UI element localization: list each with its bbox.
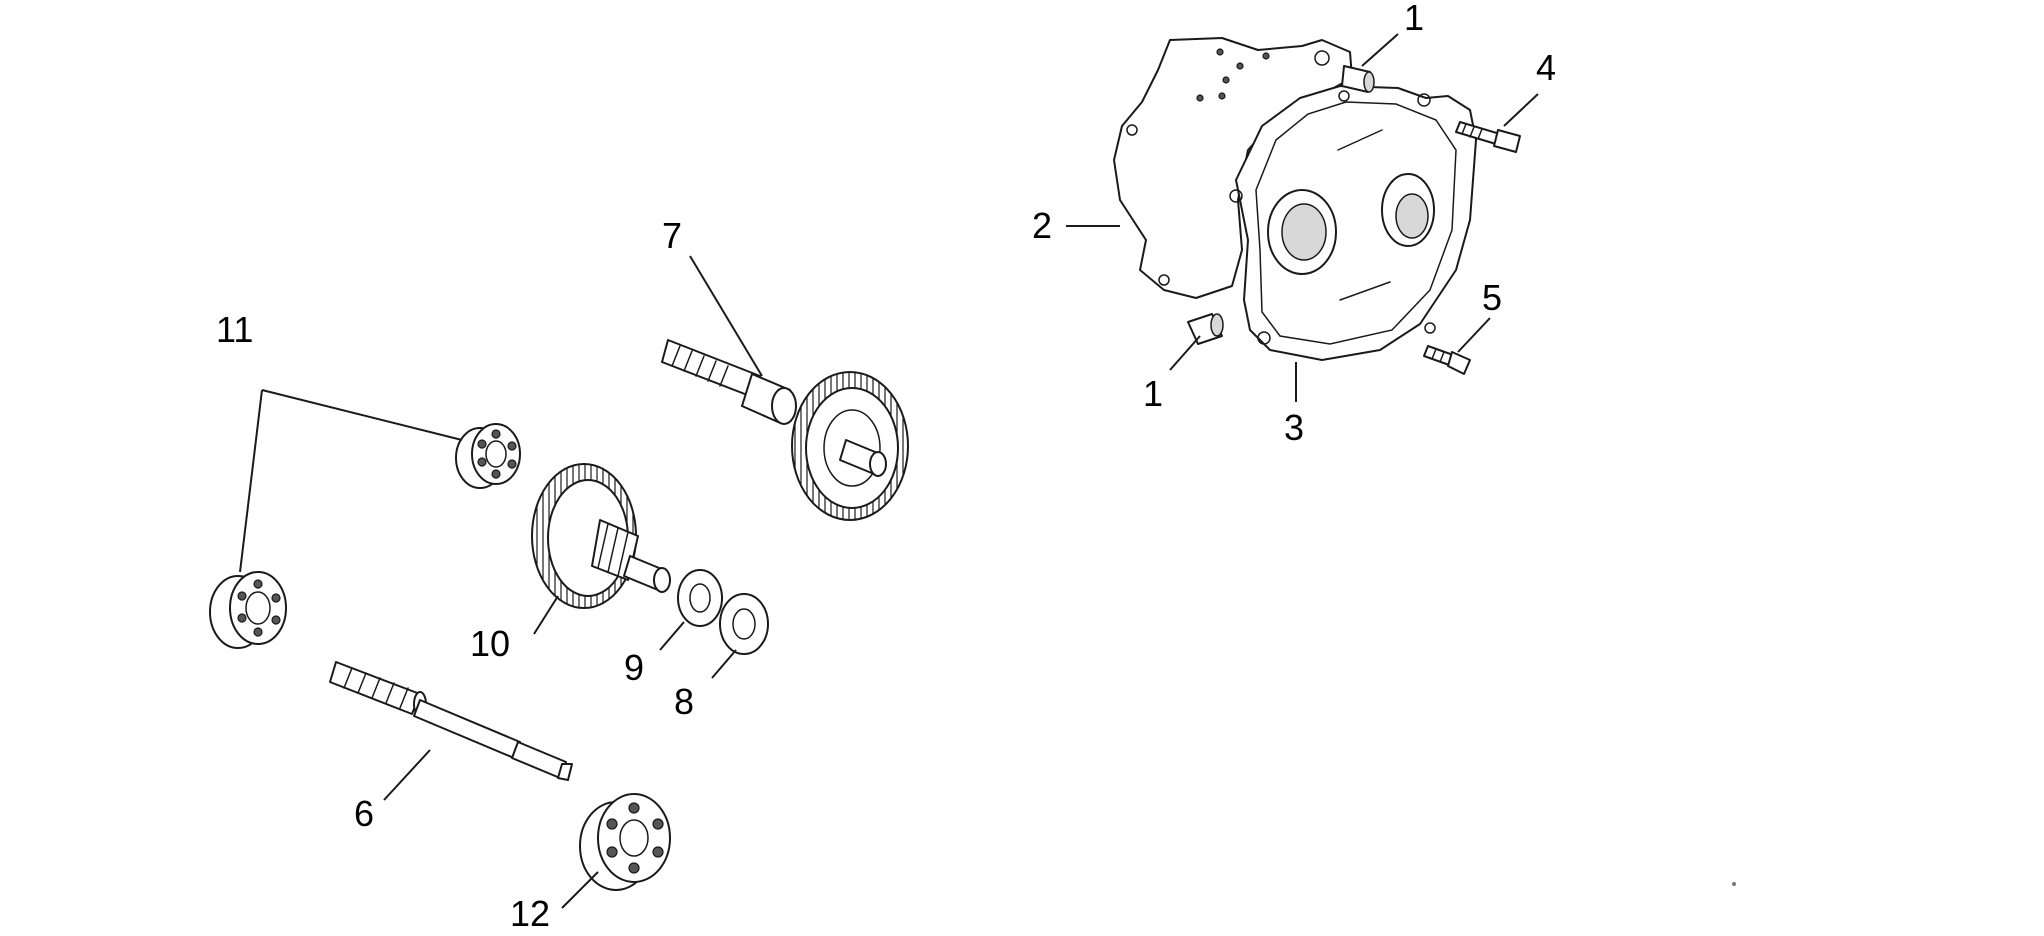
leader-4 xyxy=(1503,93,1539,127)
transmission-cover-part xyxy=(1229,85,1477,361)
callout-3: 3 xyxy=(1284,407,1304,448)
leader-12 xyxy=(561,871,599,909)
bolt-short xyxy=(1423,345,1471,375)
bearing-12 xyxy=(579,793,671,891)
callout-2: 2 xyxy=(1032,205,1052,246)
leader-lines xyxy=(239,33,1539,909)
callout-8: 8 xyxy=(674,681,694,722)
leader-5 xyxy=(1457,317,1491,353)
intermediate-shaft-gear-part xyxy=(661,339,909,521)
leader-1b xyxy=(1169,335,1201,371)
callout-5: 5 xyxy=(1482,277,1502,318)
callout-11: 11 xyxy=(216,309,253,350)
callout-1-top: 1 xyxy=(1404,0,1424,38)
leader-8 xyxy=(711,649,737,679)
primary-shaft-part xyxy=(329,661,573,781)
washer-9 xyxy=(677,569,723,627)
callout-12: 12 xyxy=(510,893,550,934)
leader-10 xyxy=(533,595,559,635)
callout-10: 10 xyxy=(470,623,510,664)
leader-9 xyxy=(659,621,685,651)
callout-9: 9 xyxy=(624,647,644,688)
bolt-long xyxy=(1455,121,1521,153)
callout-labels: 1 1 2 3 4 5 6 7 8 9 10 11 12 xyxy=(216,0,1556,934)
dowel-pin-top xyxy=(1341,65,1375,93)
stray-dot xyxy=(1732,882,1736,886)
leader-6 xyxy=(383,749,431,801)
leader-1a xyxy=(1361,33,1399,67)
callout-4: 4 xyxy=(1536,47,1556,88)
leader-11b xyxy=(239,389,263,573)
callout-1-bottom: 1 xyxy=(1143,373,1163,414)
bearing-lower xyxy=(209,571,287,649)
bearing-upper xyxy=(455,423,521,489)
dowel-pin-bottom xyxy=(1187,313,1224,345)
callout-7: 7 xyxy=(662,215,682,256)
leader-11a xyxy=(261,389,463,441)
washer-8 xyxy=(719,593,769,655)
callout-6: 6 xyxy=(354,793,374,834)
driven-gear-pinion-part xyxy=(531,463,671,609)
leader-7 xyxy=(689,255,763,377)
